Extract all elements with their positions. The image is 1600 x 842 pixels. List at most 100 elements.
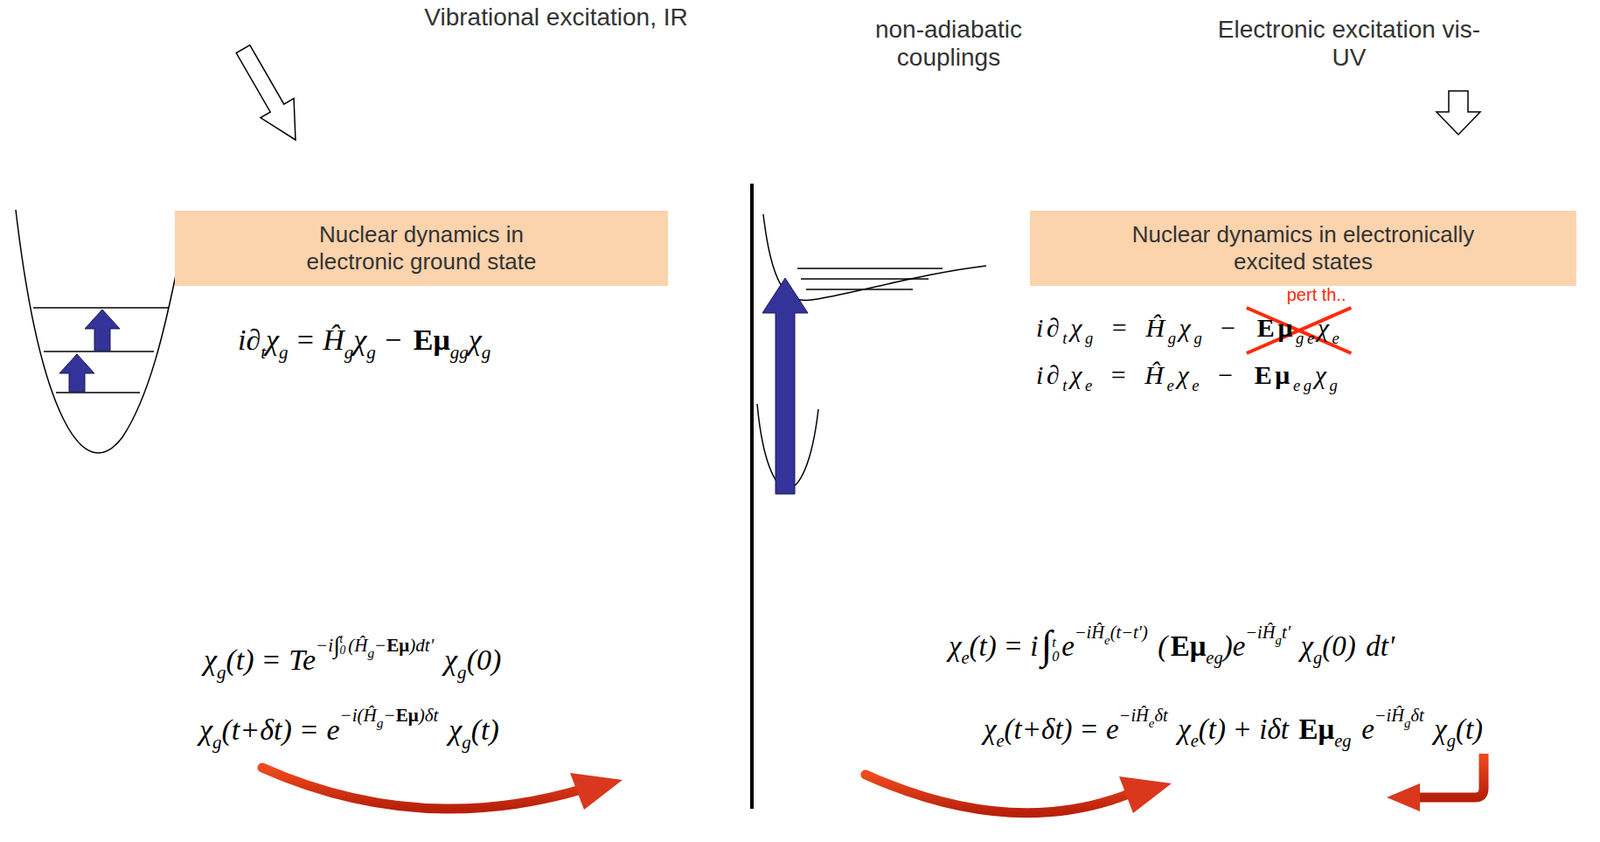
equation-term: g — [367, 646, 375, 660]
equation-term: δt — [1154, 706, 1168, 724]
equation-term: e — [1106, 715, 1120, 745]
equation-term: − — [1217, 361, 1237, 389]
equation-term: χ — [448, 715, 462, 745]
limit-term: 0 — [340, 644, 347, 657]
equation-term: g — [1168, 330, 1180, 348]
equation-term: χ — [1300, 632, 1315, 661]
equation: i∂tχg=Ĥgχg−Eμgeχe — [1036, 314, 1343, 341]
equation: χe(t)=i∫t0e−iĤe(t−t')(Eμeg)e−iĤgt'χg(0)d… — [948, 622, 1395, 664]
equation-term: e — [1191, 377, 1203, 395]
divider-line — [750, 183, 754, 809]
equation-term: χ — [203, 645, 217, 675]
limit-term: 0 — [1051, 649, 1059, 665]
equation-term: (0) — [466, 645, 502, 675]
equation-term: Ĥ — [1145, 314, 1168, 341]
energy-level — [33, 306, 169, 308]
equation-term: Ĥ — [322, 325, 345, 355]
equation-term: e — [1085, 377, 1096, 395]
potential-curve — [763, 214, 987, 301]
equation-term: e — [1167, 377, 1178, 395]
equation-term: − — [382, 706, 396, 725]
equation-term: ∫ — [1041, 625, 1053, 666]
equation-term: g — [344, 343, 355, 362]
excitation-arrow — [84, 309, 120, 351]
propagation-arrow — [1416, 753, 1484, 798]
equation-term: χ — [444, 645, 458, 675]
propagation-arrow — [570, 772, 623, 810]
equation-term: Te — [288, 645, 316, 675]
equation-term: Eμ — [413, 325, 451, 355]
energy-level — [43, 350, 154, 352]
heading-label: Vibrational excitation, IR — [405, 3, 708, 32]
heading-label: non-adiabatic couplings — [856, 15, 1041, 72]
equation-term: gg — [450, 343, 469, 362]
equation-term: g — [216, 663, 227, 682]
equation-term: t — [260, 343, 266, 362]
integral-limits: t0 — [340, 633, 347, 657]
equation-term: (t−t') — [1110, 623, 1148, 641]
equation-term: g — [1275, 633, 1282, 647]
propagation-arrow — [262, 767, 585, 809]
equation-term: χ — [353, 325, 367, 355]
header-box: Nuclear dynamics in electronically excit… — [1029, 210, 1577, 286]
equation-term: e — [1232, 632, 1246, 661]
equation-term: e — [1148, 716, 1155, 731]
equation-term: χ — [199, 715, 213, 745]
equation-term: g — [1193, 330, 1205, 348]
equation-term: g — [366, 343, 376, 362]
equation-term: e — [1332, 330, 1343, 348]
equation-term: χ — [1177, 715, 1191, 745]
equation-term: g — [212, 733, 223, 752]
energy-level — [55, 391, 140, 393]
equation-term: −iĤ — [1119, 706, 1149, 724]
equation: i∂tχg=Ĥgχg−Eμggχg — [237, 325, 491, 355]
equation-term: i — [1029, 632, 1038, 661]
equation-term: g — [457, 663, 467, 682]
equation: χg(t+δt)=e−i(Ĥg−Eμ)δtχg(t) — [199, 715, 500, 745]
equation-term: )dt' — [409, 636, 434, 655]
equation-term: Eμ — [396, 706, 419, 725]
equation-term: = — [1111, 361, 1130, 389]
equation-term: e — [996, 731, 1005, 750]
equation-term: eg — [1334, 731, 1351, 750]
equation-term: ge — [1295, 330, 1318, 348]
equation-term: = — [300, 715, 318, 745]
strike-cross — [1246, 307, 1352, 354]
equation-term: (t) — [1455, 715, 1483, 745]
hollow-arrow — [226, 39, 313, 150]
equation-term: (t+δt) — [222, 715, 293, 745]
equation-term: )δt — [418, 706, 439, 725]
equation: χe(t+δt)=e−iĤeδtχe(t)+iδtEμege−iĤgδtχg(t… — [983, 715, 1483, 745]
equation-term: (t) — [226, 645, 255, 675]
energy-level — [800, 278, 929, 279]
equation-term: = — [1005, 632, 1023, 661]
equation-term: = — [1080, 715, 1098, 745]
equation-term: e — [961, 648, 970, 667]
equation-term: eg — [1293, 377, 1315, 395]
equation-term: Eμ — [1299, 715, 1336, 745]
equation-term: (t) — [969, 632, 997, 661]
equation-term: Ĥ — [1144, 361, 1167, 389]
note-label: pert th.. — [1286, 285, 1347, 306]
header-text: Nuclear dynamics in electronic ground st… — [275, 221, 569, 276]
equation-term: − — [374, 636, 387, 655]
equation-term: = — [297, 325, 314, 355]
equation-term: χ — [1433, 715, 1447, 745]
equation-term: (t) — [1198, 715, 1226, 745]
limit-term: t — [1051, 635, 1059, 651]
equation-term: Eμ — [1257, 314, 1296, 341]
equation-term: χ — [983, 715, 997, 745]
limit-term: t — [340, 633, 347, 646]
equation-term: g — [278, 343, 289, 362]
equation-term: t — [1062, 377, 1071, 395]
equation-term: t' — [1281, 623, 1291, 641]
equation-term: g — [1085, 330, 1097, 348]
equation-term: ) — [1223, 632, 1233, 661]
energy-level — [797, 267, 943, 269]
equation-term: ( — [1157, 632, 1168, 661]
hollow-arrow — [1436, 90, 1481, 135]
equation-term: χ — [1314, 361, 1330, 389]
propagation-arrow — [865, 774, 1134, 814]
equation-term: χ — [1070, 314, 1086, 341]
equation-term: i∂ — [237, 325, 261, 355]
